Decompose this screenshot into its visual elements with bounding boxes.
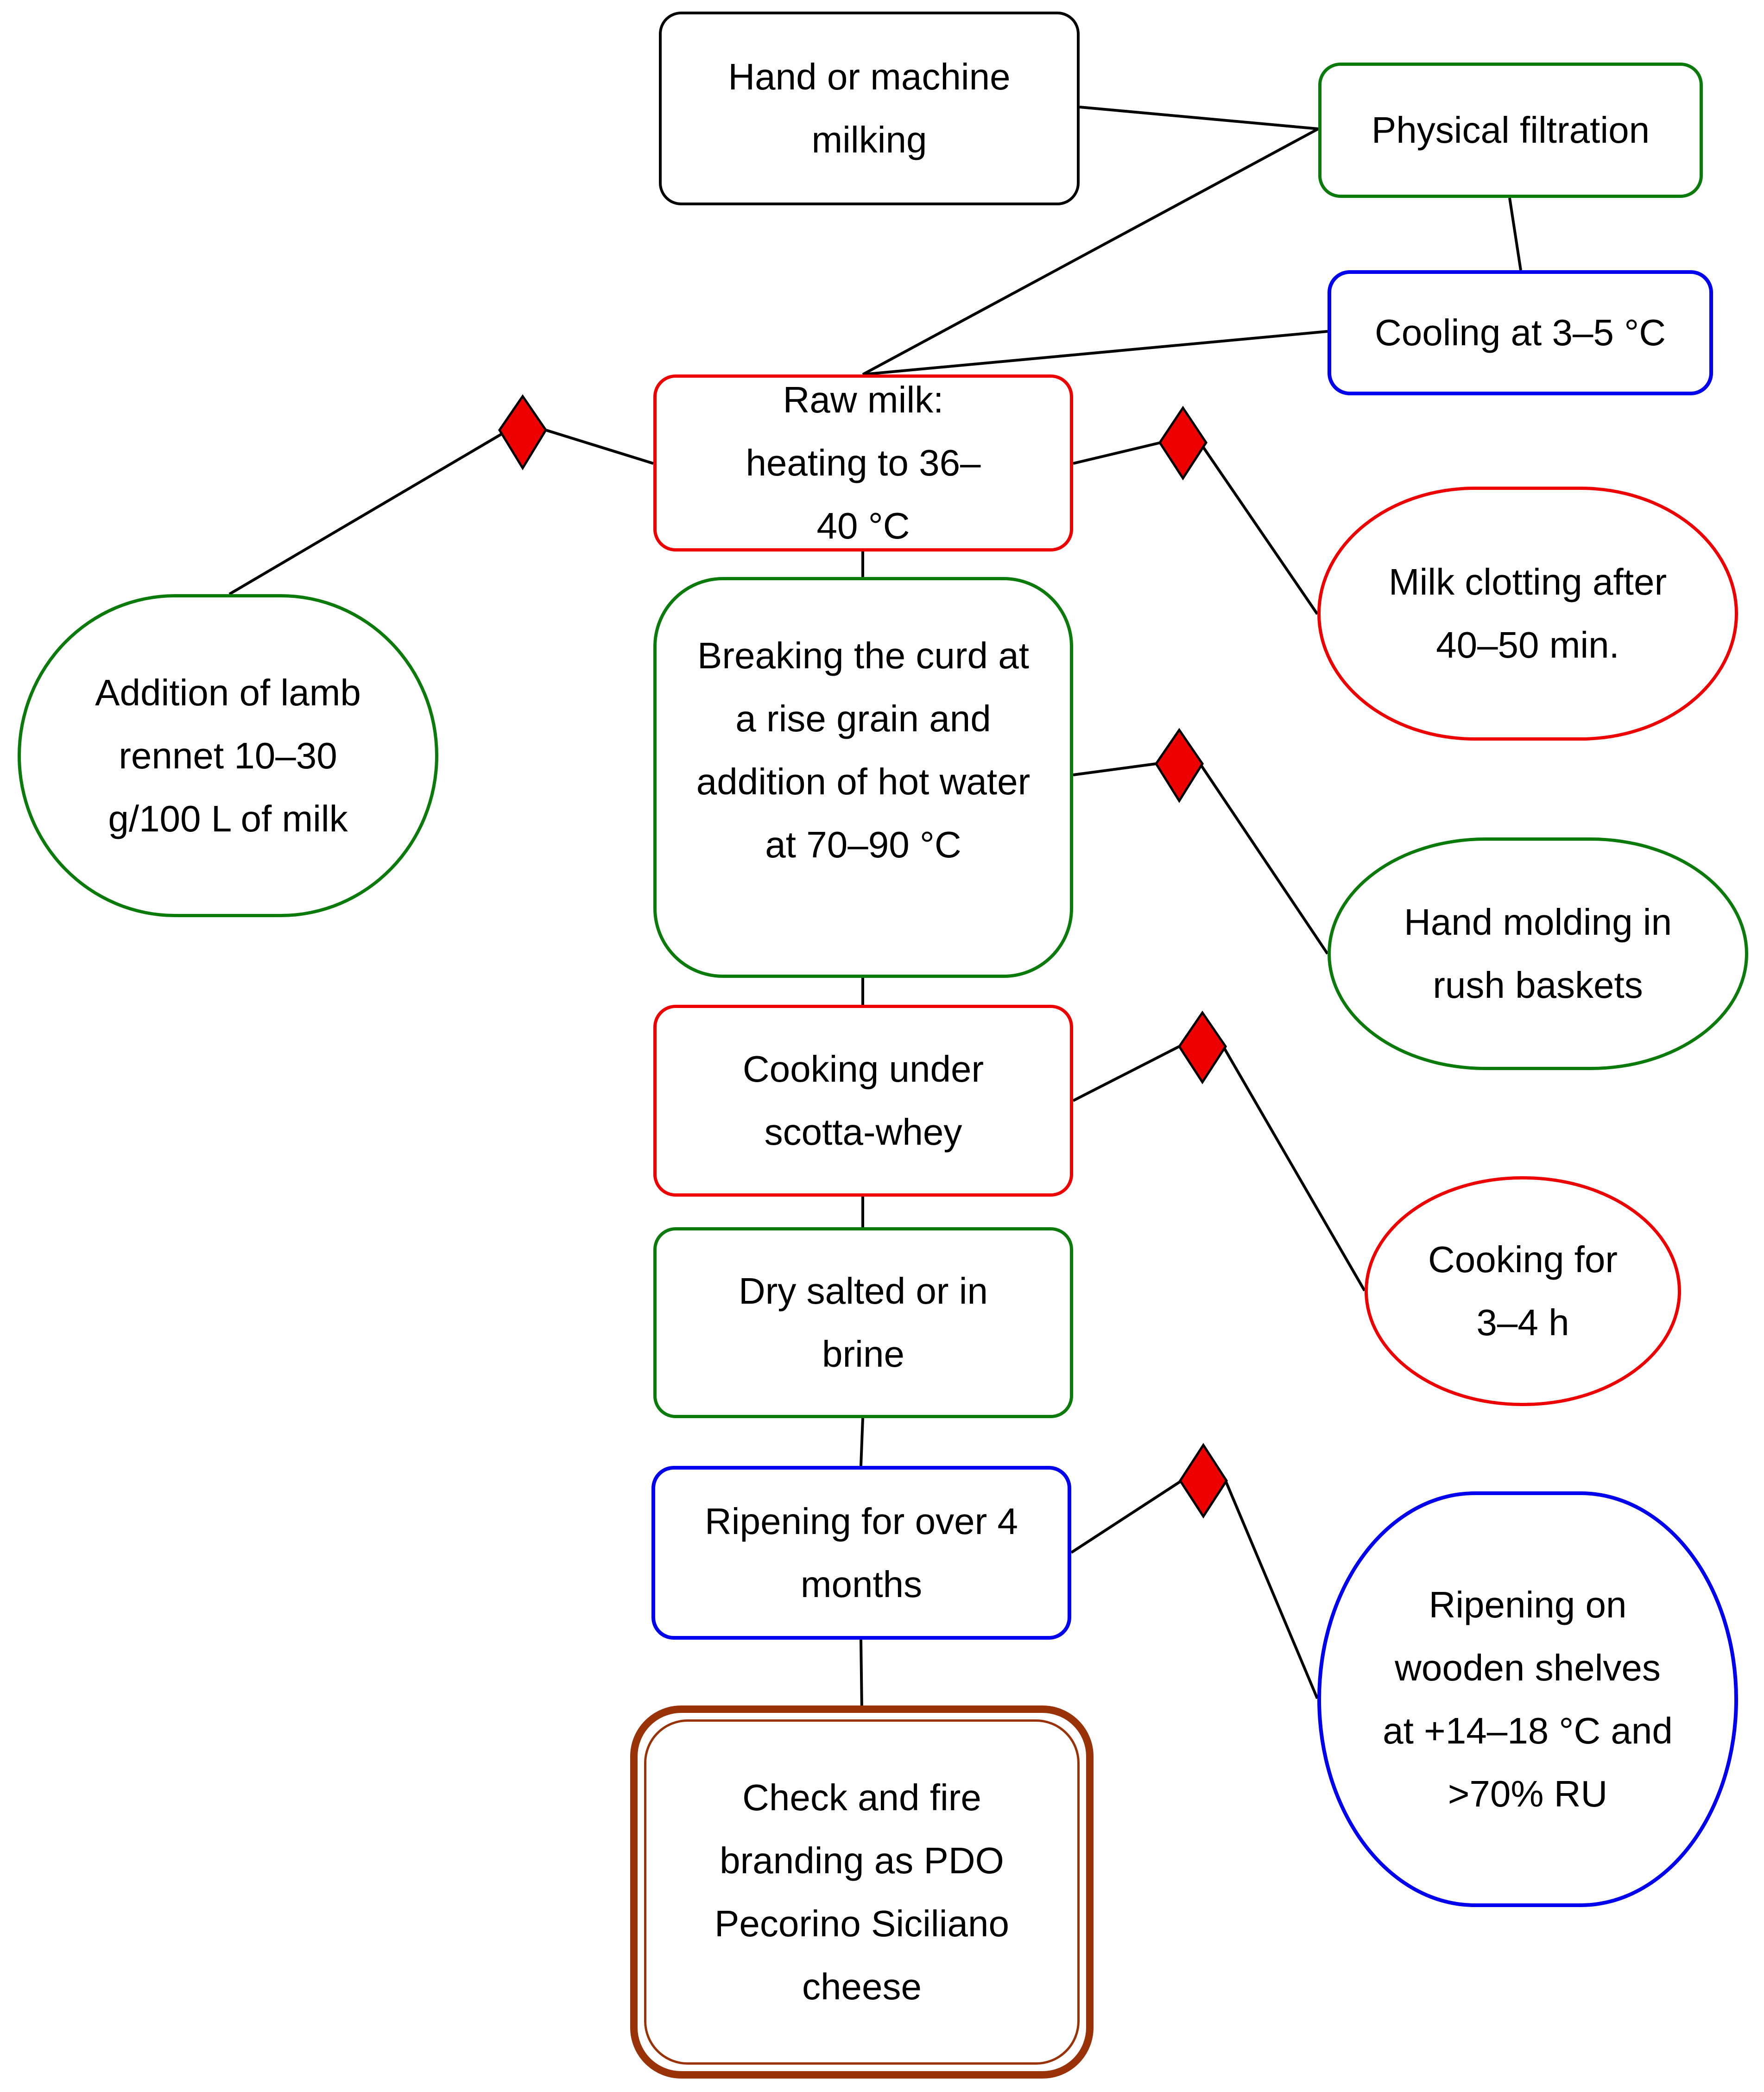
diamond-marker-cooking-time xyxy=(1177,1010,1227,1084)
connector-breaking-diamond-2 xyxy=(1073,762,1157,776)
node-ripening-months-label: Ripening for over 4 months xyxy=(705,1500,1018,1605)
connector-milking-filtration xyxy=(1079,106,1319,130)
node-cooling-label: Cooling at 3–5 °C xyxy=(1375,312,1666,353)
node-physical-filtration: Physical filtration xyxy=(1318,63,1703,198)
diamond-marker-shelves xyxy=(1179,1443,1228,1519)
connector-rawmilk-diamond-1 xyxy=(1073,441,1161,465)
diamond-marker-rennet xyxy=(498,394,547,470)
node-breaking-curd-label: Breaking the curd at a rise grain and ad… xyxy=(696,635,1031,865)
connector-diamond-3-cooktime xyxy=(1222,1046,1366,1292)
node-cooking-time-label: Cooking for 3–4 h xyxy=(1428,1239,1618,1343)
connector-ripening-branding xyxy=(860,1639,863,1711)
diamond-marker-clotting xyxy=(1158,406,1208,481)
node-check-branding: Check and fire branding as PDO Pecorino … xyxy=(630,1705,1094,2079)
connector-salted-ripening xyxy=(860,1418,864,1466)
node-raw-milk-heating-label: Raw milk: heating to 36–40 °C xyxy=(746,379,981,546)
connector-rawmilk-diamond-left xyxy=(545,429,654,465)
node-hand-machine-milking-label: Hand or machine milking xyxy=(728,56,1011,160)
connector-diamond-4-shelves xyxy=(1224,1480,1319,1699)
node-cooking-scotta-whey: Cooking under scotta-whey xyxy=(653,1005,1073,1197)
node-lamb-rennet-label: Addition of lamb rennet 10–30 g/100 L of… xyxy=(95,672,361,839)
node-breaking-curd: Breaking the curd at a rise grain and ad… xyxy=(653,577,1073,978)
node-lamb-rennet: Addition of lamb rennet 10–30 g/100 L of… xyxy=(18,594,438,917)
node-ripening-shelves-label: Ripening on wooden shelves at +14–18 °C … xyxy=(1383,1584,1673,1814)
node-hand-machine-milking: Hand or machine milking xyxy=(659,12,1080,205)
node-cooking-scotta-whey-label: Cooking under scotta-whey xyxy=(742,1048,984,1153)
node-milk-clotting: Milk clotting after 40–50 min. xyxy=(1317,487,1738,741)
node-dry-salted: Dry salted or in brine xyxy=(653,1227,1073,1418)
node-raw-milk-heating: Raw milk: heating to 36–40 °C xyxy=(653,374,1073,552)
connector-filtration-rawmilk xyxy=(862,127,1319,376)
node-ripening-months: Ripening for over 4 months xyxy=(651,1466,1071,1640)
node-hand-molding-label: Hand molding in rush baskets xyxy=(1404,901,1672,1006)
node-cooling: Cooling at 3–5 °C xyxy=(1328,270,1713,395)
node-milk-clotting-label: Milk clotting after 40–50 min. xyxy=(1388,561,1667,666)
node-dry-salted-label: Dry salted or in brine xyxy=(739,1270,988,1375)
connector-diamond-1-clotting xyxy=(1199,442,1319,615)
connector-diamond-2-molding xyxy=(1199,763,1329,955)
node-ripening-shelves: Ripening on wooden shelves at +14–18 °C … xyxy=(1317,1491,1738,1907)
node-hand-molding: Hand molding in rush baskets xyxy=(1328,837,1748,1070)
connector-filtration-cooling xyxy=(1508,197,1522,271)
diamond-marker-molding xyxy=(1155,728,1204,803)
connector-cooking-diamond-3 xyxy=(1072,1045,1180,1102)
connector-diamond-left-rennet xyxy=(228,429,509,596)
node-check-branding-label: Check and fire branding as PDO Pecorino … xyxy=(714,1776,1009,2007)
node-check-branding-inner-frame: Check and fire branding as PDO Pecorino … xyxy=(644,1719,1080,2065)
connector-cooling-rawmilk xyxy=(862,330,1328,376)
node-physical-filtration-label: Physical filtration xyxy=(1371,109,1650,151)
connector-ripening-diamond-4 xyxy=(1070,1479,1182,1554)
node-cooking-time: Cooking for 3–4 h xyxy=(1365,1176,1681,1406)
